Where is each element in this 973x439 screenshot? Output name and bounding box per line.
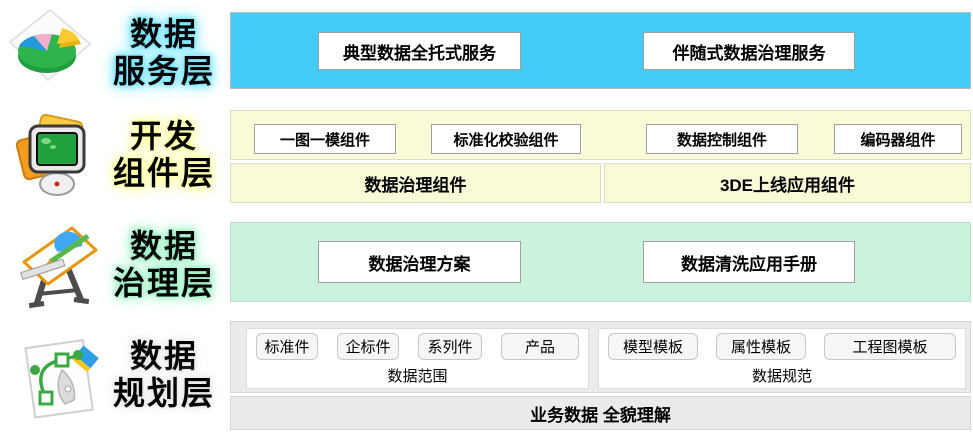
layer-label-service: 数据 服务层: [94, 16, 234, 90]
planning-group-label: 数据范围: [387, 368, 448, 385]
data-item-chip: 企标件: [337, 333, 399, 360]
band-service-layer: 典型数据全托式服务 伴随式数据治理服务: [230, 12, 971, 89]
band-dev-components-bottom: 数据治理组件 3DE上线应用组件: [230, 163, 971, 203]
data-item-chip: 系列件: [418, 333, 482, 360]
component-group-cell: 3DE上线应用组件: [604, 163, 971, 203]
drafting-table-icon: [12, 222, 100, 315]
component-box: 一图一模组件: [254, 124, 396, 154]
planning-group-items: 标准件 企标件 系列件 产品: [247, 329, 588, 360]
layer-label-governance: 数据 治理层: [94, 228, 234, 302]
planning-group-items: 模型模板 属性模板 工程图模板: [599, 329, 965, 360]
planning-footer-text: 业务数据 全貌理解: [530, 405, 671, 425]
layer-label-line: 组件层: [112, 155, 215, 191]
layer-label-line: 数据: [129, 16, 198, 52]
layer-label-planning: 数据 规划层: [94, 338, 234, 412]
layer-label-line: 开发: [129, 118, 198, 154]
band-planning-footer: 业务数据 全貌理解: [230, 396, 971, 430]
data-item-chip: 产品: [501, 333, 579, 360]
component-group-cell: 数据治理组件: [230, 163, 601, 203]
layer-label-line: 数据: [129, 228, 198, 264]
data-item-chip: 属性模板: [716, 333, 806, 360]
service-box: 典型数据全托式服务: [318, 32, 521, 70]
band-governance-layer: 数据治理方案 数据清洗应用手册: [230, 222, 971, 302]
layer-label-dev: 开发 组件层: [94, 118, 234, 192]
component-box: 标准化校验组件: [431, 124, 581, 154]
layer-label-line: 治理层: [112, 265, 215, 301]
computer-icon: [8, 110, 98, 205]
data-item-chip: 模型模板: [608, 333, 698, 360]
band-dev-components-top: 一图一模组件 标准化校验组件 数据控制组件 编码器组件: [230, 110, 971, 160]
pie-chart-icon: [6, 8, 92, 99]
vector-pen-icon: [12, 332, 104, 429]
planning-group-spec: 模型模板 属性模板 工程图模板 数据规范: [598, 328, 966, 389]
band-planning-top: 标准件 企标件 系列件 产品 数据范围 模型模板 属性模板 工程图模板 数据规范: [230, 321, 971, 393]
layer-label-line: 服务层: [112, 53, 215, 89]
data-item-chip: 标准件: [256, 333, 318, 360]
layer-label-line: 规划层: [112, 375, 215, 411]
governance-box: 数据清洗应用手册: [643, 241, 855, 283]
planning-group-scope: 标准件 企标件 系列件 产品 数据范围: [246, 328, 589, 389]
data-item-chip: 工程图模板: [824, 333, 956, 360]
layer-label-line: 数据: [129, 338, 198, 374]
component-box: 数据控制组件: [646, 124, 798, 154]
planning-group-label: 数据规范: [751, 368, 812, 385]
component-box: 编码器组件: [834, 124, 962, 154]
service-box: 伴随式数据治理服务: [643, 32, 855, 70]
governance-box: 数据治理方案: [318, 241, 521, 283]
